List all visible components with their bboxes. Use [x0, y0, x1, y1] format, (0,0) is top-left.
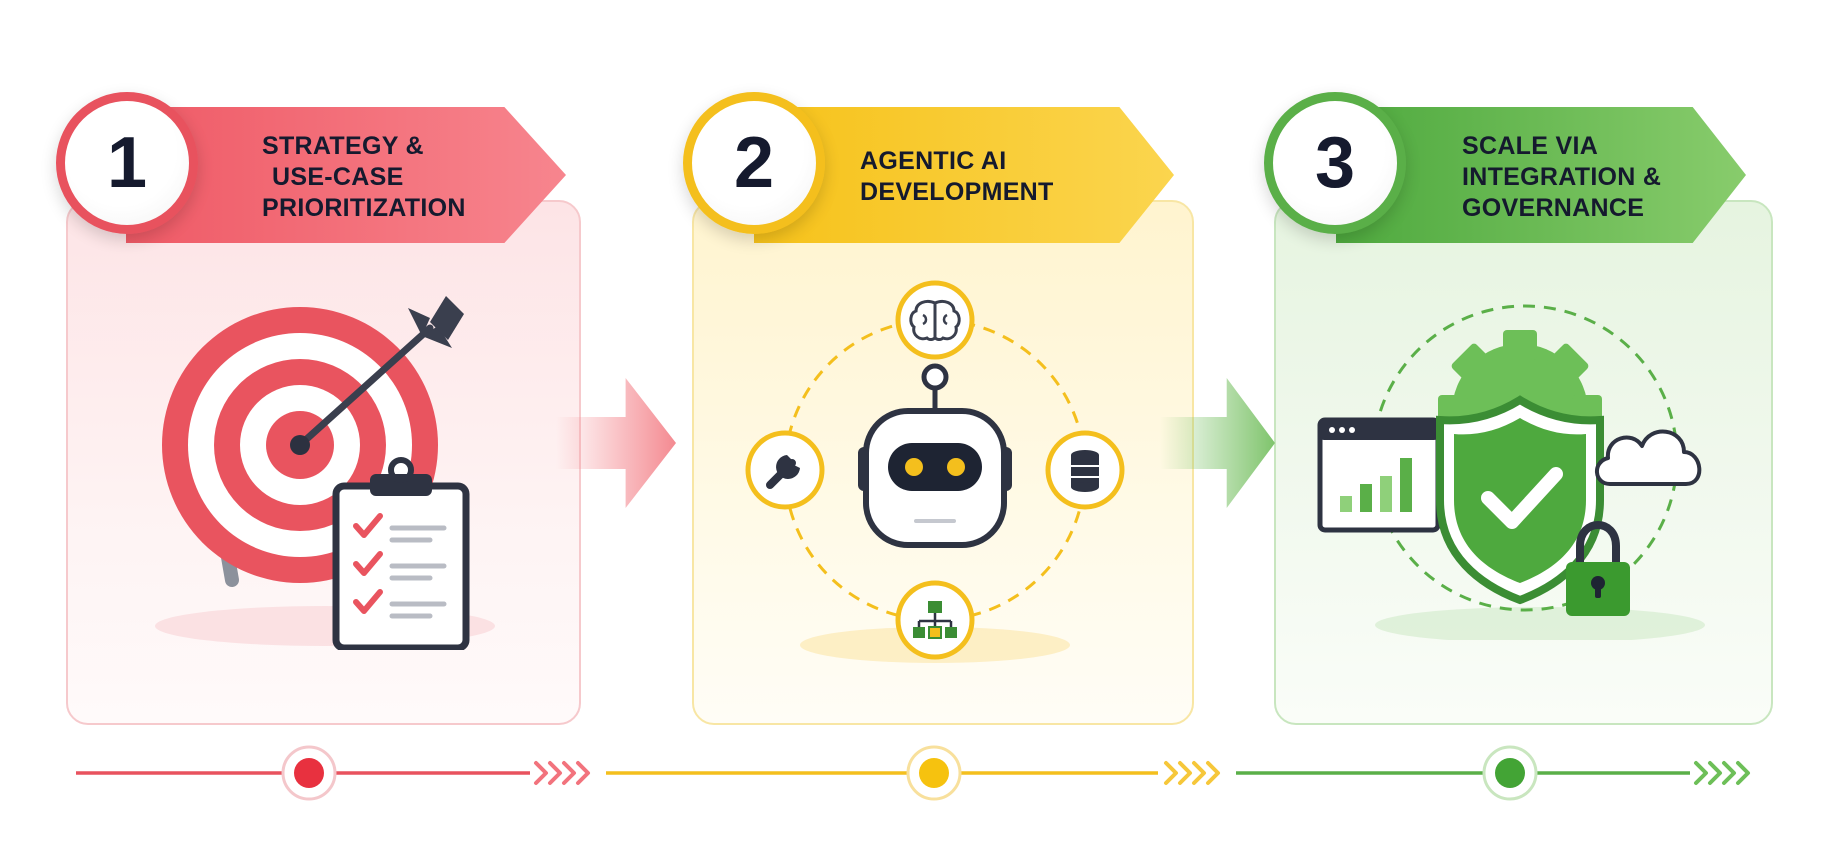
step-3-number: 3	[1264, 92, 1406, 234]
network-icon	[895, 580, 975, 660]
step-1-title: STRATEGY & USE-CASE PRIORITIZATION	[262, 122, 532, 232]
shield-check-icon	[1436, 395, 1604, 605]
timeline-segment-1	[76, 745, 590, 801]
dashboard-chart-icon	[1317, 417, 1441, 533]
step-3-illustration	[1310, 300, 1740, 640]
timeline-dot-2	[919, 758, 949, 788]
step-2-banner	[754, 107, 1174, 243]
wrench-icon	[745, 430, 825, 510]
step-1-number: 1	[56, 92, 198, 234]
step-1-illustration	[130, 290, 530, 650]
step-2-title-line: AGENTIC AI	[860, 147, 1007, 175]
clipboard-checklist-icon	[332, 457, 470, 650]
step-3-title-line: INTEGRATION &	[1462, 162, 1662, 191]
chevrons-icon	[1164, 761, 1220, 785]
step-3-title: SCALE VIA INTEGRATION & GOVERNANCE	[1462, 122, 1702, 232]
step-1-banner	[126, 107, 566, 243]
timeline-dot-3	[1495, 758, 1525, 788]
arrow-icon	[290, 296, 464, 455]
chevrons-icon	[534, 761, 590, 785]
brain-icon	[895, 280, 975, 360]
cloud-icon	[1595, 429, 1702, 486]
robot-icon	[858, 363, 1012, 548]
step-3-title-line: SCALE VIA	[1462, 131, 1599, 160]
step-1-title-line: PRIORITIZATION	[262, 193, 466, 222]
step-2-title: AGENTIC AI DEVELOPMENT	[860, 122, 1110, 232]
chevrons-icon	[1694, 761, 1750, 785]
timeline-segment-3	[1236, 745, 1750, 801]
step-3-title-line: GOVERNANCE	[1462, 193, 1645, 222]
step-1-title-line: STRATEGY &	[262, 131, 424, 160]
database-icon	[1045, 430, 1125, 510]
step-2-title-line: DEVELOPMENT	[860, 178, 1054, 206]
step-1-title-line: USE-CASE	[272, 162, 404, 191]
progress-timeline	[76, 745, 1750, 801]
step-2-illustration	[740, 275, 1140, 675]
timeline-dot-1	[294, 758, 324, 788]
step-2-number: 2	[683, 92, 825, 234]
timeline-segment-2	[606, 745, 1220, 801]
padlock-icon	[1566, 521, 1630, 616]
